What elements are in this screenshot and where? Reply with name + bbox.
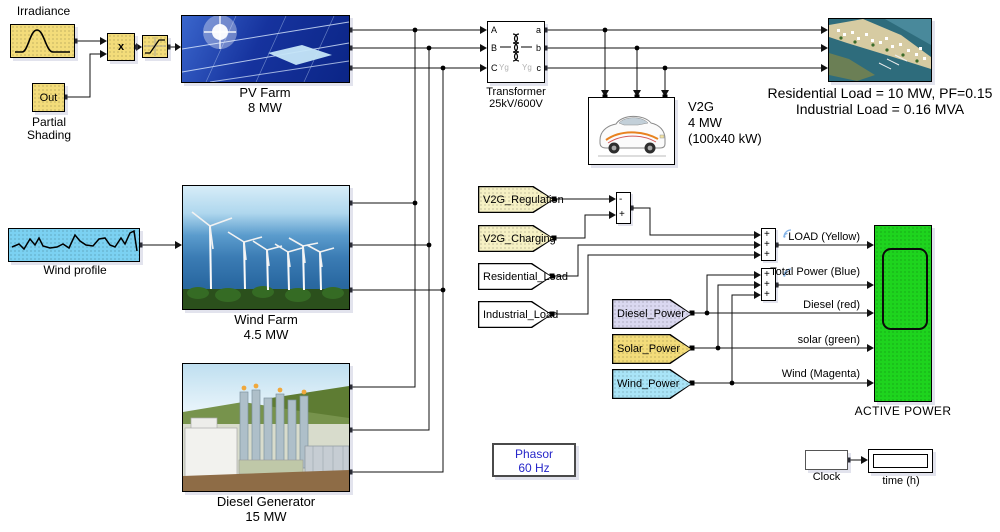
signal-label-total-power: Total Power (Blue)	[770, 266, 860, 278]
bus-phase-b[interactable]	[350, 48, 430, 431]
scope-label: ACTIVE POWER	[854, 404, 952, 418]
svg-text:Yg: Yg	[522, 63, 532, 72]
diesel-plant-image	[183, 383, 350, 491]
product-block[interactable]: x	[107, 33, 135, 61]
product-symbol: x	[117, 41, 125, 53]
sum-v2g-block[interactable]: - +	[616, 192, 631, 224]
transformer-port-C: C	[491, 63, 498, 73]
saturation-block[interactable]	[142, 35, 168, 58]
port-stubs	[62, 27, 851, 475]
diesel-generator-label: Diesel Generator 15 MW	[216, 494, 316, 524]
clock-block[interactable]	[805, 450, 848, 470]
transformer-port-A: A	[491, 25, 498, 35]
time-display-block[interactable]	[868, 449, 933, 473]
irradiance-label: Irradiance	[16, 4, 71, 18]
signal-label-solar: solar (green)	[797, 334, 860, 346]
wire-partialshading-to-product[interactable]	[65, 53, 101, 98]
v2g-block[interactable]	[588, 97, 675, 165]
residential-area-image	[829, 19, 931, 81]
powergui-block[interactable]: Phasor 60 Hz	[492, 443, 576, 477]
transformer-winding-icon: Yg Yg	[499, 33, 532, 72]
signal-logging-badge-icon	[783, 268, 792, 277]
pv-farm-block[interactable]	[181, 15, 350, 83]
tag-solar-power[interactable]: Solar_Power	[612, 334, 692, 364]
bus-phase-c[interactable]	[350, 68, 444, 473]
tag-residential-load[interactable]: Residential_Load	[478, 263, 568, 290]
pv-farm-label: PV Farm 8 MW	[239, 85, 291, 115]
residential-load-block[interactable]	[828, 18, 932, 82]
tag-v2g-regulation[interactable]: V2G_Regulation	[478, 186, 564, 213]
saturation-icon	[144, 37, 166, 56]
diesel-generator-block[interactable]	[182, 363, 350, 492]
wind-farm-label: Wind Farm 4.5 MW	[234, 312, 298, 342]
transformer-port-c: c	[536, 63, 542, 73]
sum-sign-minus: -	[619, 194, 623, 205]
transformer-block[interactable]: A B C a b c Yg Yg	[487, 21, 545, 83]
wire-v2gcharging-to-sum[interactable]	[554, 214, 610, 239]
sum-generation-block[interactable]: + + +	[761, 268, 776, 301]
irradiance-source-block[interactable]	[10, 24, 75, 58]
load-ratings-label: Residential Load = 10 MW, PF=0.15 Indust…	[767, 85, 993, 117]
wind-farm-block[interactable]	[182, 185, 350, 310]
signal-label-load: LOAD (Yellow)	[788, 231, 860, 243]
junction-dots	[412, 27, 735, 386]
transformer-port-b: b	[535, 43, 541, 53]
wind-signal-icon	[11, 229, 138, 252]
wind-turbines-image	[183, 211, 349, 309]
signal-label-wind: Wind (Magenta)	[781, 368, 860, 380]
scope-screen	[882, 248, 928, 330]
v2g-label: V2G 4 MW (100x40 kW)	[688, 99, 762, 146]
partial-shading-label: Partial Shading	[26, 115, 72, 142]
partial-shading-port-label: Out	[39, 92, 58, 104]
transformer-port-B: B	[491, 43, 498, 53]
wind-profile-block[interactable]	[8, 228, 140, 262]
signal-label-diesel: Diesel (red)	[803, 299, 860, 311]
powergui-mode: Phasor	[514, 447, 554, 461]
time-display-label: time (h)	[882, 475, 920, 487]
sum-load-block[interactable]: + + +	[761, 228, 776, 261]
transformer-label: Transformer 25kV/600V	[486, 86, 546, 110]
powergui-frequency: 60 Hz	[518, 461, 550, 475]
svg-text:Yg: Yg	[499, 63, 509, 72]
signal-logging-badge-icon	[783, 229, 792, 238]
tag-diesel-power[interactable]: Diesel_Power	[612, 299, 692, 329]
solar-panels-image	[181, 15, 350, 83]
bus-phase-a[interactable]	[350, 30, 416, 388]
wind-profile-label: Wind profile	[43, 263, 107, 277]
partial-shading-block[interactable]: Out	[32, 83, 65, 112]
tag-v2g-charging[interactable]: V2G_Charging	[478, 225, 556, 252]
time-display-value	[873, 454, 928, 468]
bell-curve-icon	[15, 29, 70, 53]
electric-car-image	[598, 115, 666, 157]
clock-label: Clock	[812, 471, 841, 483]
active-power-scope-block[interactable]	[874, 225, 932, 402]
tag-industrial-load[interactable]: Industrial_Load	[478, 301, 558, 328]
sum-sign-plus: +	[619, 209, 625, 220]
transformer-port-a: a	[535, 25, 541, 35]
tag-wind-power[interactable]: Wind_Power	[612, 369, 692, 399]
